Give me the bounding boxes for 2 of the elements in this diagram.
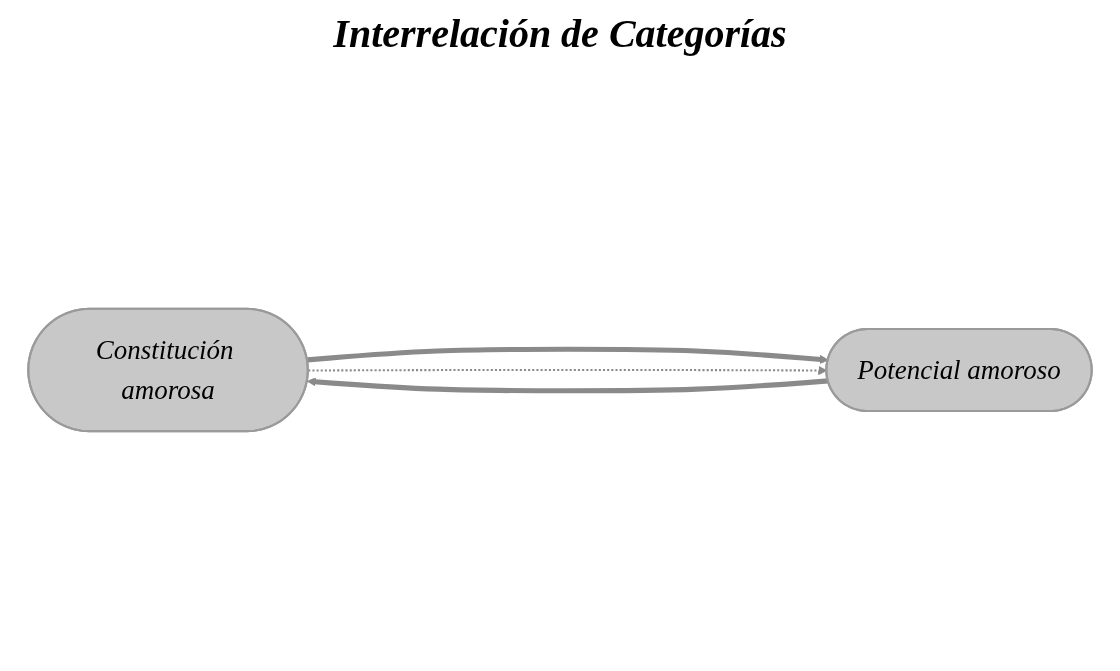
diagram-title: Interrelación de Categorías (332, 10, 788, 57)
arrow (306, 377, 829, 394)
